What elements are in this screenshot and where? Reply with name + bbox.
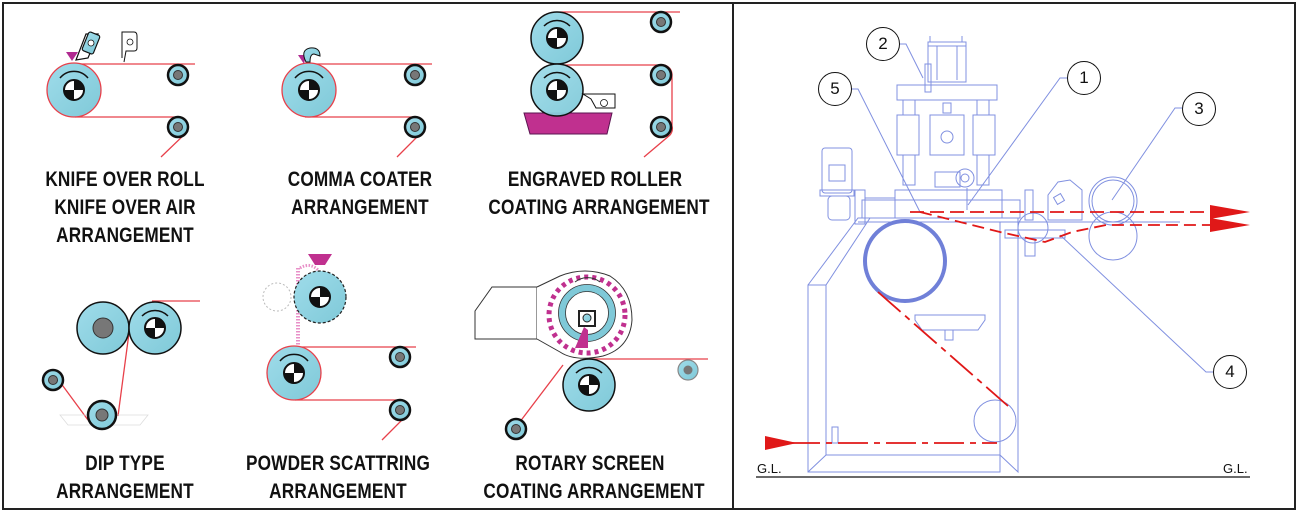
callout-5: 5 — [818, 72, 852, 106]
coating-trough — [523, 112, 613, 135]
powder-scattering-diagram — [262, 254, 416, 441]
engraved-roller-bottom — [530, 63, 584, 117]
web-flow-path — [790, 211, 1210, 444]
squeegee-icon — [575, 327, 588, 348]
idler-roller — [166, 63, 190, 87]
unwind-roll — [973, 399, 1017, 443]
caption-powder-scattering: POWDER SCATTRING ARRANGEMENT — [245, 452, 431, 503]
machine-frame — [807, 284, 1001, 473]
machine-drawing — [756, 36, 1250, 478]
engraved-roller-diagram — [523, 10, 680, 158]
callout-2: 2 — [866, 27, 900, 61]
callout-3: 3 — [1182, 92, 1216, 126]
dip-type-diagram — [41, 300, 200, 431]
engraved-roller-top — [530, 11, 584, 65]
output-arrow-icon — [1210, 218, 1250, 232]
callout-4: 4 — [1213, 355, 1247, 389]
main-roller — [281, 62, 337, 118]
comma-coater-diagram — [281, 47, 432, 158]
main-roller — [266, 345, 322, 401]
main-roll — [863, 219, 947, 303]
caption-dip-type: DIP TYPE ARRANGEMENT — [56, 452, 194, 503]
ground-label-left: G.L. — [757, 461, 782, 476]
caption-knife-over-roll: KNIFE OVER ROLL KNIFE OVER AIR ARRANGEME… — [45, 168, 205, 247]
idler-roller — [166, 115, 190, 139]
main-roller — [46, 62, 102, 118]
rotary-screen-diagram — [474, 270, 708, 441]
ground-label-right: G.L. — [1223, 461, 1248, 476]
knife-blade-icon — [66, 52, 78, 61]
coating-roller — [128, 301, 182, 355]
rotary-screen — [546, 274, 628, 356]
caption-rotary-screen: ROTARY SCREEN COATING ARRANGEMENT — [483, 452, 705, 503]
caption-engraved-roller: ENGRAVED ROLLER COATING ARRANGEMENT — [488, 168, 710, 219]
knife-over-roll-diagram — [46, 31, 195, 158]
panel-divider — [732, 2, 734, 510]
output-arrow-icon — [1210, 205, 1250, 219]
caption-comma-coater: COMMA COATER ARRANGEMENT — [287, 168, 433, 219]
powder-hopper — [308, 254, 332, 265]
scatter-roller — [293, 270, 347, 324]
main-roller — [562, 358, 616, 412]
callout-1: 1 — [1067, 61, 1101, 95]
input-arrow-icon — [765, 436, 797, 450]
pickup-roller — [76, 301, 130, 355]
